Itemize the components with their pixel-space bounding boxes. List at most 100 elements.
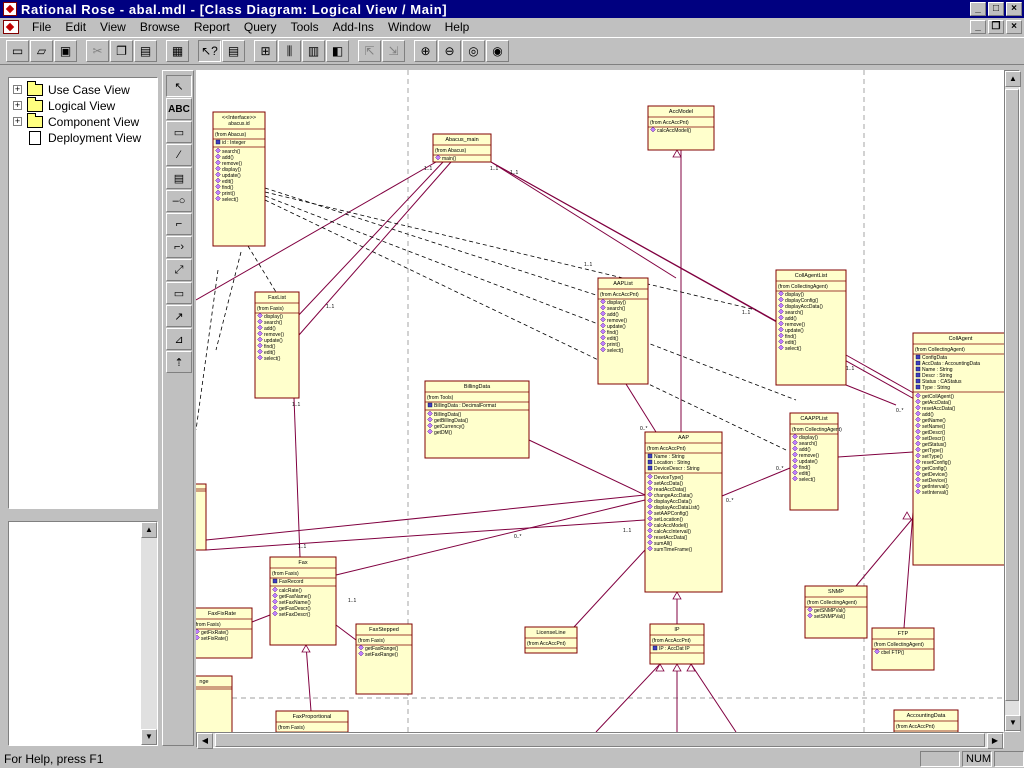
class-partial1[interactable] [196,483,207,551]
class-operation[interactable]: print() [607,342,620,348]
class-attribute[interactable]: BillingData : DecimalFormat [434,403,497,409]
class-attribute[interactable]: IP : AccDat IP [659,646,690,652]
class-operation[interactable]: setInterval() [922,490,949,496]
class-attribute[interactable]: Name : String [922,367,953,373]
menu-help[interactable]: Help [444,20,470,34]
class-box[interactable] [649,623,705,665]
class-box[interactable] [196,675,233,732]
association-line[interactable] [196,161,437,301]
class-billing[interactable]: BillingData(from Tools)BillingData : Dec… [424,380,530,459]
menu-tools[interactable]: Tools [290,20,319,34]
class-box[interactable] [212,111,266,247]
horizontal-scroll-thumb[interactable] [215,733,985,747]
class-operation[interactable]: display() [264,314,283,320]
class-operation[interactable]: search() [799,441,818,447]
vertical-scrollbar[interactable]: ▲ ▼ [1004,70,1021,732]
association-line[interactable] [903,511,914,629]
class-attribute[interactable]: Descr : String [922,373,953,379]
scroll-down-arrow-icon[interactable]: ▼ [141,729,157,745]
class-operation[interactable]: edit() [799,471,811,477]
class-operation[interactable]: resetAccData() [654,535,688,541]
class-operation[interactable]: main() [442,156,457,162]
association-line[interactable] [298,161,452,336]
class-operation[interactable]: displayAccDataList() [654,505,700,511]
class-operation[interactable]: setSNMPVal() [814,614,846,620]
class-operation[interactable]: select() [607,348,624,354]
class-tool-icon[interactable]: ▤ [166,167,192,189]
class-operation[interactable]: add() [607,312,619,318]
class-operation[interactable]: getCurrency() [434,424,465,430]
tree-item-use-case-view[interactable]: + Use Case View [13,80,130,97]
class-operation[interactable]: getName() [922,418,946,424]
horizontal-scrollbar[interactable]: ◀ ▶ [196,732,1004,749]
association-tool-icon[interactable]: ⌐ [166,213,192,235]
class-operation[interactable]: remove() [264,332,284,338]
realization-line[interactable] [247,245,277,293]
class-accdata[interactable]: AccountingData(from AccAccPnt) [893,709,959,732]
class-operation[interactable]: find() [799,465,811,471]
class-operation[interactable]: resetAccData() [922,406,956,412]
association-line[interactable] [690,663,737,732]
class-operation[interactable]: select() [785,346,802,352]
class-operation[interactable]: find() [222,185,234,191]
class-operation[interactable]: add() [222,155,234,161]
class-operation[interactable]: edit() [607,336,619,342]
scroll-right-arrow-icon[interactable]: ▶ [987,733,1003,749]
expand-icon[interactable]: + [13,84,22,94]
class-box[interactable] [275,710,349,732]
class-ftp[interactable]: FTP(from CollectingAgent)cbel FTP() [871,627,935,671]
realization-line[interactable] [264,195,797,401]
class-operation[interactable]: DeviceType() [654,475,684,481]
class-faxlist[interactable]: FaxList(from Faxis)display()search()add(… [254,291,300,399]
class-attribute[interactable]: ConfigData [922,355,947,361]
class-fax[interactable]: Fax(from Faxis)FaxRecordcalcRate()getFax… [269,556,337,646]
class-aap[interactable]: AAP(from AccAccPnt)Name : StringLocation… [644,431,723,593]
class-operation[interactable]: remove() [222,161,242,167]
class-box[interactable] [912,332,1004,566]
class-iface[interactable]: <<Interface>>abacus.id(from Abacus)id : … [212,111,266,247]
class-box[interactable] [196,483,207,551]
class-operation[interactable]: displayAccData() [654,499,692,505]
association-line[interactable] [855,517,914,587]
class-operation[interactable]: display() [607,300,626,306]
class-operation[interactable]: print() [222,191,235,197]
association-line[interactable] [205,519,646,551]
class-operation[interactable]: search() [607,306,626,312]
class-operation[interactable]: getDevice() [922,472,948,478]
class-operation[interactable]: setDevice() [922,478,948,484]
class-operation[interactable]: readAccData() [654,487,687,493]
class-attribute[interactable]: Status : CAStatus [922,379,962,385]
class-diagram-canvas[interactable]: 1..11..11..11..11..11..11..11..10..*0..*… [196,70,1004,732]
realization-line[interactable] [264,187,597,296]
class-operation[interactable]: cbel FTP() [881,650,905,656]
scroll-down-arrow-icon[interactable]: ▼ [1005,715,1021,731]
class-operation[interactable]: getStatus() [922,442,947,448]
realize-dashed-tool-icon[interactable]: ⇡ [166,351,192,373]
mdi-minimize-button[interactable]: _ [970,20,986,34]
class-faxprop[interactable]: FaxProportional(from Faxis) [275,710,349,732]
menu-add-ins[interactable]: Add-Ins [332,20,374,34]
association-line[interactable] [335,624,357,641]
documentation-icon[interactable]: ▤ [222,40,245,62]
class-operation[interactable]: setAccData() [654,481,683,487]
class-ip[interactable]: IP(from AccAccPnt)IP : AccDat IP [649,623,705,665]
selection-tool-icon[interactable]: ↖ [166,75,192,97]
class-faxstepped[interactable]: FaxStepped(from Faxis)getFaxRange()setFa… [355,623,413,695]
vertical-scroll-thumb[interactable] [1005,89,1019,701]
class-operation[interactable]: search() [264,320,283,326]
class-faxfixrate[interactable]: FaxFixRate(from Faxis)getFixRate()setFix… [196,607,253,659]
class-operation[interactable]: displayConfig() [785,298,819,304]
menu-query[interactable]: Query [243,20,277,34]
class-operation[interactable]: edit() [785,340,797,346]
interface-tool-icon[interactable]: –○ [166,190,192,212]
class-operation[interactable]: getFixRate() [201,630,229,636]
class-box[interactable] [254,291,300,399]
browse-previous-icon[interactable]: ⇲ [382,40,405,62]
class-operation[interactable]: BillingData() [434,412,462,418]
class-license[interactable]: LicenseLine(from AccAccPnt) [524,626,578,654]
class-accmodel[interactable]: AccModel(from AccAccPnt)calcAccModel() [647,105,715,151]
association-line[interactable] [625,383,657,433]
documentation-window[interactable]: ▲ ▼ [8,521,158,746]
class-operation[interactable]: getSNMPVal() [814,608,846,614]
class-operation[interactable]: getFaxName() [279,594,311,600]
